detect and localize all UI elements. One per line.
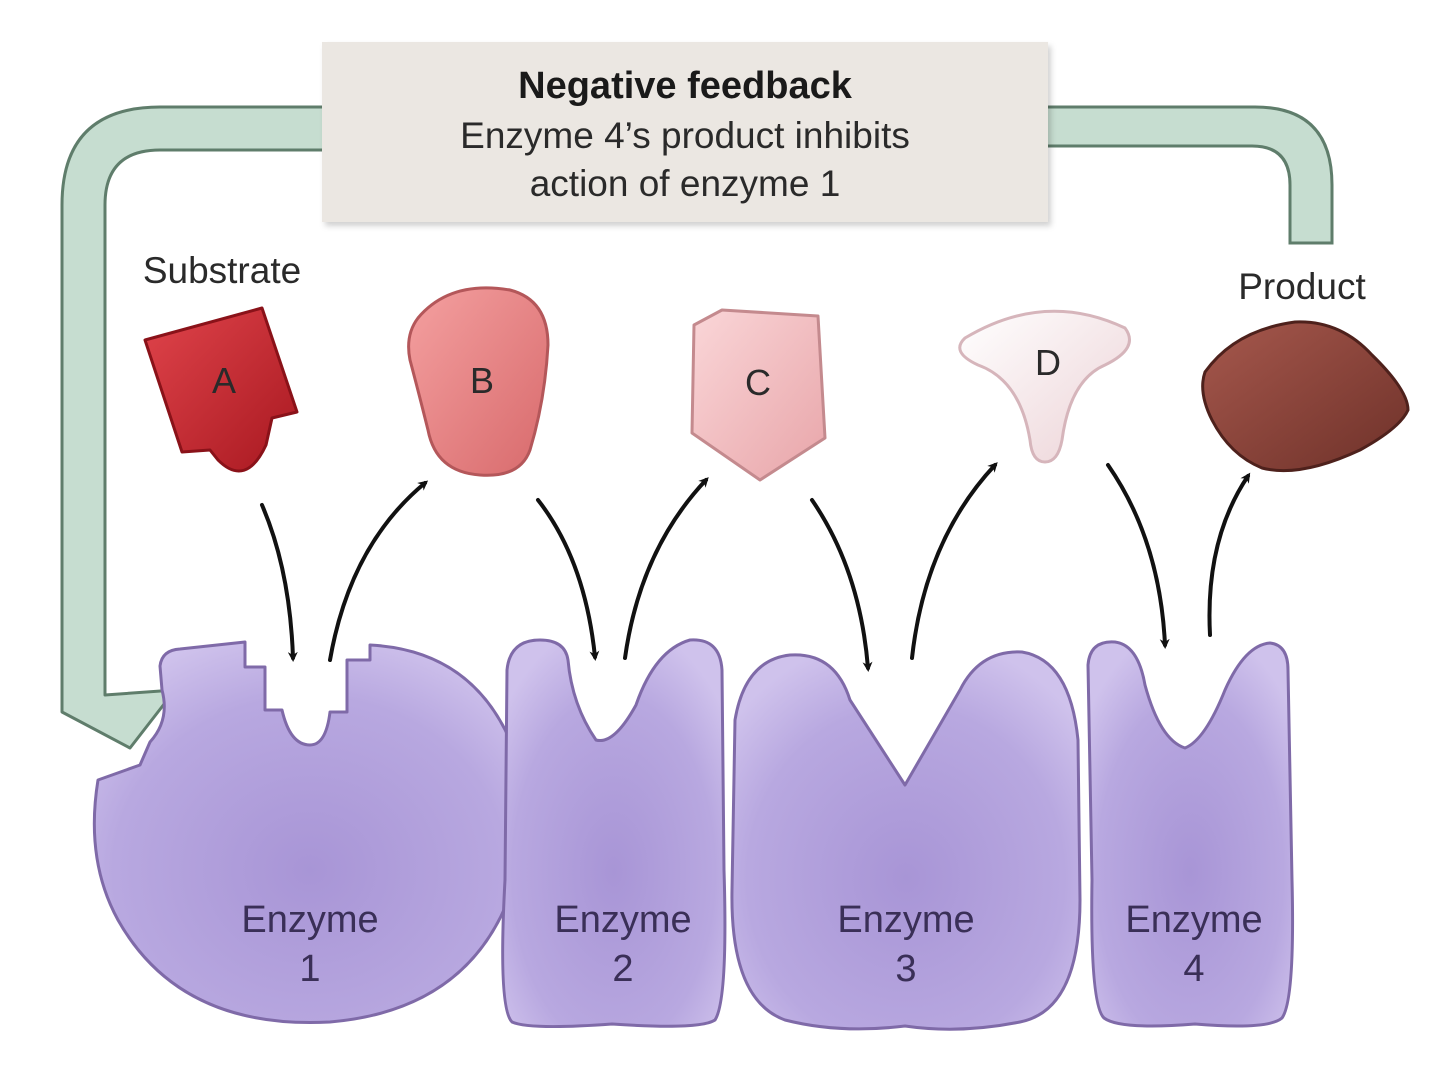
- feedback-text-line-2: action of enzyme 1: [530, 163, 841, 204]
- arrow-enzyme-3-to-d: [910, 462, 998, 660]
- enzyme-2-number: 2: [612, 948, 633, 990]
- product-label: Product: [1238, 266, 1366, 307]
- arrow-a-to-enzyme-1: [260, 503, 298, 662]
- enzyme-3: Enzyme 3: [730, 650, 1082, 1031]
- enzyme-2-label: Enzyme: [554, 899, 691, 941]
- enzyme-3-label: Enzyme: [837, 899, 974, 941]
- arrow-enzyme-1-to-b: [328, 480, 429, 662]
- substrate-label: Substrate: [143, 250, 301, 291]
- enzyme-1: Enzyme 1: [92, 640, 527, 1025]
- arrow-d-to-enzyme-4: [1106, 463, 1170, 649]
- feedback-box: Negative feedback Enzyme 4’s product inh…: [322, 42, 1048, 222]
- product-molecule: [1201, 320, 1410, 473]
- molecule-c-label: C: [745, 362, 771, 403]
- molecule-b-label: B: [470, 360, 494, 401]
- enzyme-1-label: Enzyme: [241, 899, 378, 941]
- enzyme-1-number: 1: [299, 948, 320, 990]
- feedback-title: Negative feedback: [518, 65, 853, 107]
- intermediate-molecule-b: B: [407, 286, 550, 477]
- enzyme-4: Enzyme 4: [1086, 640, 1295, 1028]
- molecule-d-label: D: [1035, 342, 1061, 383]
- molecule-a-label: A: [212, 360, 236, 401]
- feedback-arrow-left-band: [60, 105, 332, 750]
- substrate-molecule-a: A: [143, 306, 299, 473]
- enzyme-4-label: Enzyme: [1125, 899, 1262, 941]
- arrow-b-to-enzyme-2: [536, 498, 600, 661]
- reaction-arrows: [260, 462, 1251, 672]
- enzyme-3-number: 3: [895, 948, 916, 990]
- enzyme-2: Enzyme 2: [501, 638, 727, 1029]
- intermediate-molecule-d: D: [958, 309, 1131, 464]
- feedback-arrow: [1038, 105, 1334, 245]
- arrow-c-to-enzyme-3: [810, 498, 873, 672]
- intermediate-molecule-c: C: [690, 308, 827, 482]
- feedback-text-line-1: Enzyme 4’s product inhibits: [460, 115, 910, 156]
- arrow-enzyme-2-to-c: [623, 477, 709, 660]
- enzyme-4-number: 4: [1183, 948, 1204, 990]
- arrow-enzyme-4-to-product: [1207, 472, 1251, 637]
